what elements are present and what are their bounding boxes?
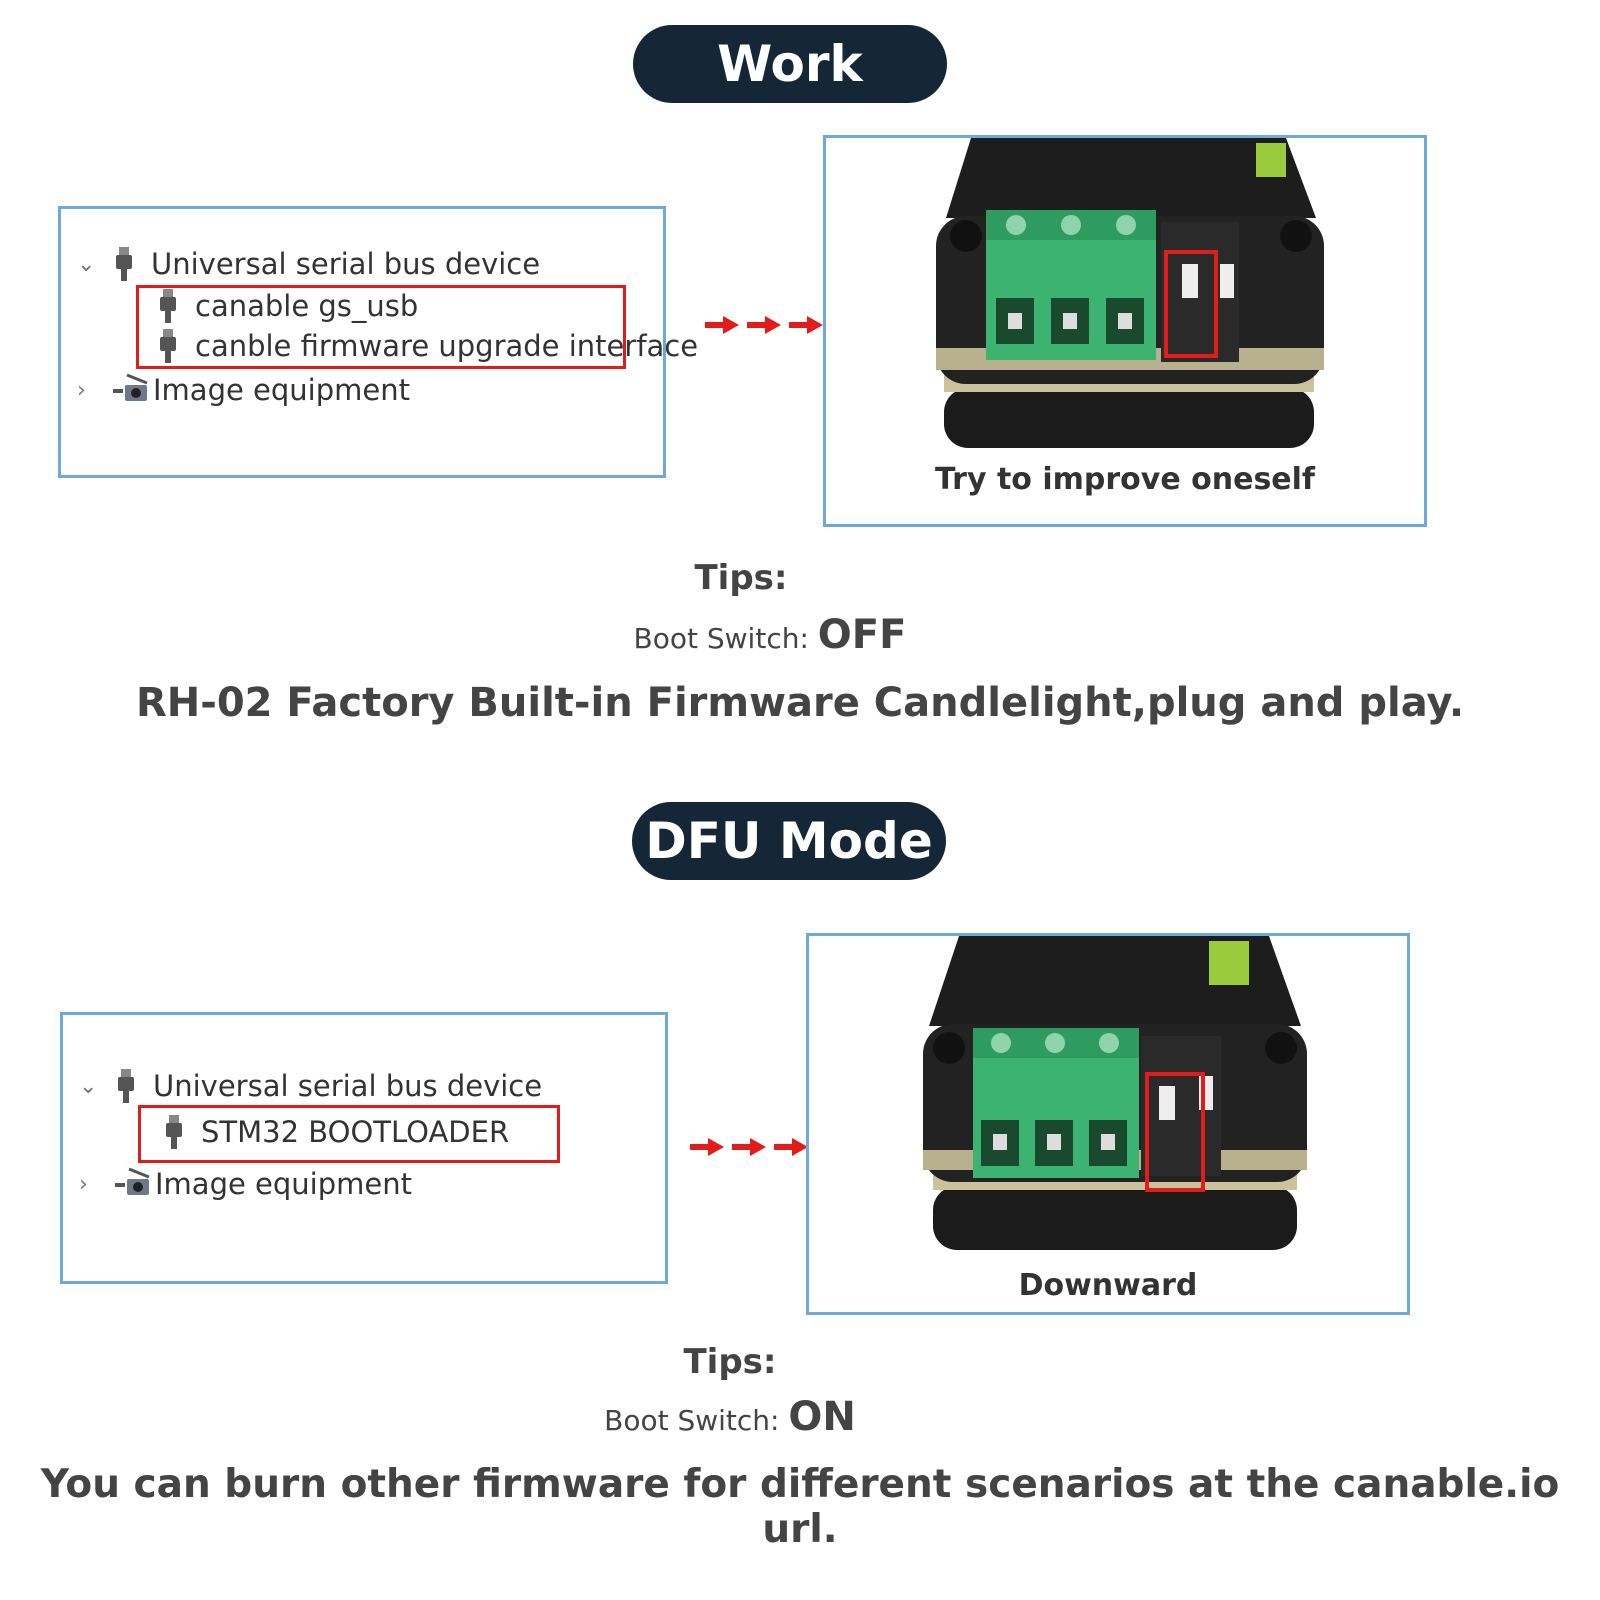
usb-icon [116,247,132,281]
camera-icon [113,373,148,401]
tree-group-image[interactable]: › Image equipment [77,373,410,407]
boot-switch-label: Boot Switch: [633,622,818,655]
boot-switch-status: Boot Switch: ON [500,1394,960,1440]
tips-label: Tips: [694,558,788,598]
work-mode-title: Work Mode [633,25,947,171]
chevron-right-icon[interactable]: › [79,1171,88,1197]
arrow-right-icon [732,1138,766,1156]
tips-label: Tips: [683,1342,777,1382]
usb-icon [160,289,176,323]
arrow-right-icon [789,316,823,334]
tree-item[interactable]: STM32 BOOTLOADER [163,1115,509,1149]
tree-group-label: Image equipment [155,1167,412,1201]
tree-item-label: canble firmware upgrade interface [195,329,699,363]
tree-item[interactable]: canable gs_usb [157,289,418,323]
highlight-box [138,1105,560,1163]
photo-caption: Downward [1018,1268,1198,1303]
tree-item[interactable]: canble firmware upgrade interface [157,329,698,363]
board-illustration [923,936,1307,1250]
device-manager-panel-work: ⌄ Universal serial bus device canable gs… [58,206,698,478]
camera-icon [115,1167,150,1195]
boot-switch-value: OFF [817,612,907,658]
arrows-work [705,316,823,334]
boot-switch-value: ON [788,1394,856,1440]
tree-item-label: canable gs_usb [195,289,419,323]
tree-group-label: Universal serial bus device [151,247,541,281]
tree-group-usb[interactable]: ⌄ Universal serial bus device [77,247,540,281]
photo-caption: Try to improve oneself [935,462,1315,497]
arrow-right-icon [747,316,781,334]
arrows-dfu [690,1138,808,1156]
arrow-right-icon [705,316,739,334]
device-manager-panel-dfu: ⌄ Universal serial bus device STM32 BOOT… [60,1012,668,1284]
tree-group-label: Image equipment [153,373,410,407]
tree-group-image[interactable]: › Image equipment [79,1167,412,1201]
chevron-down-icon[interactable]: ⌄ [79,1073,98,1099]
tree-group-usb[interactable]: ⌄ Universal serial bus device [79,1069,542,1103]
mode-description: RH-02 Factory Built-in Firmware Candleli… [135,680,1465,726]
board-photo-dfu: Downward [806,933,1410,1315]
usb-icon [166,1115,182,1149]
board-illustration [936,138,1324,448]
boot-switch-label: Boot Switch: [604,1404,789,1437]
chevron-down-icon[interactable]: ⌄ [77,251,96,277]
chevron-right-icon[interactable]: › [77,377,86,403]
board-photo-work: Try to improve oneself [823,135,1427,527]
boot-switch-status: Boot Switch: OFF [540,612,1000,658]
highlight-box [136,285,626,369]
arrow-right-icon [774,1138,808,1156]
tree-group-label: Universal serial bus device [153,1069,543,1103]
usb-icon [160,329,176,363]
mode-description: You can burn other firmware for differen… [40,1462,1560,1552]
arrow-right-icon [690,1138,724,1156]
dfu-mode-title: DFU Mode [632,802,946,880]
usb-icon [118,1069,134,1103]
tree-item-label: STM32 BOOTLOADER [201,1115,510,1149]
